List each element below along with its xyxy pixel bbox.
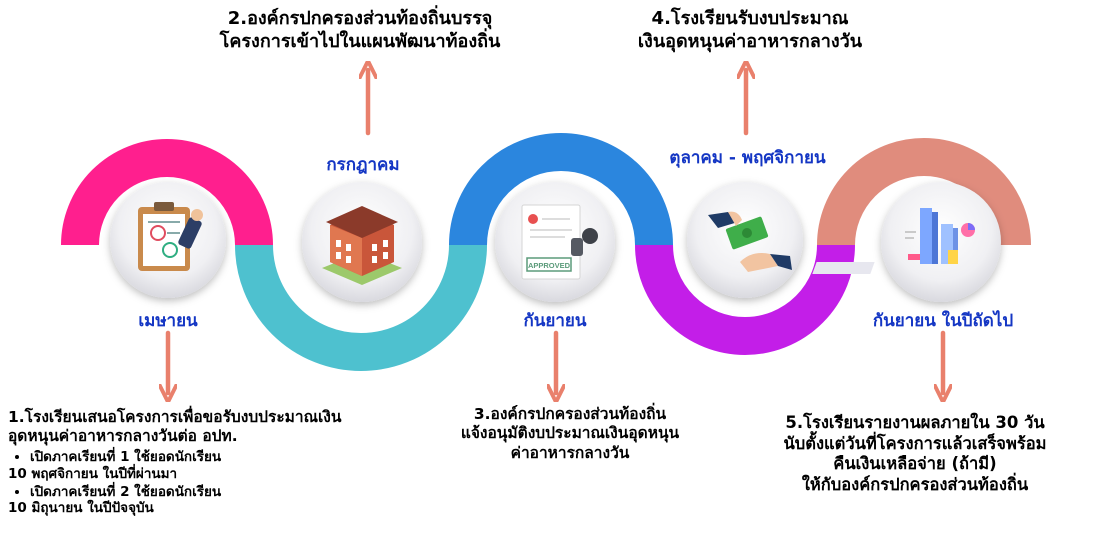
step-4-line-1: 4.โรงเรียนรับงบประมาณ (651, 8, 849, 29)
wave-segment-4 (635, 244, 855, 355)
wave-segment-5 (817, 138, 1031, 246)
step-3-line-1: 3.องค์กรปกครองส่วนท้องถิ่น (473, 405, 667, 423)
step-5-text: 5.โรงเรียนรายงานผลภายใน 30 วัน นับตั้งแต… (750, 413, 1080, 496)
school-building-icon (322, 206, 402, 285)
step-1-bullet-list: เปิดภาคเรียนที่ 1 ใช้ยอดนักเรียน 10 พฤศจ… (8, 448, 438, 518)
step-5-line-3: คืนเงินเหลือจ่าย (ถ้ามี) (833, 454, 997, 474)
wave-segment-1 (61, 139, 273, 246)
money-handover-icon (708, 211, 792, 272)
step-1-title-line-2: อุดหนุนค่าอาหารกลางวันต่อ อปท. (8, 427, 238, 446)
step-2-line-1: 2.องค์กรปกครองส่วนท้องถิ่นบรรจุ (227, 8, 493, 29)
step-5-line-2: นับตั้งแต่วันที่โครงการแล้วเสร็จพร้อม (783, 433, 1047, 453)
step-3-text: 3.องค์กรปกครองส่วนท้องถิ่น แจ้งอนุมัติงบ… (415, 405, 725, 463)
step-3-line-2: แจ้งอนุมัติงบประมาณเงินอุดหนุน (460, 424, 680, 443)
month-label-september-next-year: กันยายน ในปีถัดไป (872, 311, 1014, 331)
clipboard-plan-icon (138, 202, 203, 271)
bullet-1-line-2: 10 พฤศจิกายน ในปีที่ผ่านมา (8, 465, 178, 482)
step-1-title-line-1: 1.โรงเรียนเสนอโครงการเพื่อขอรับงบประมาณเ… (8, 408, 342, 426)
wave-track (61, 133, 1031, 371)
step-1-text: 1.โรงเรียนเสนอโครงการเพื่อขอรับงบประมาณเ… (8, 408, 438, 518)
step-3-line-3: ค่าอาหารกลางวัน (510, 443, 630, 462)
arrows (168, 70, 943, 393)
month-label-april: เมษายน (138, 311, 198, 331)
month-label-july: กรกฎาคม (326, 155, 400, 175)
step-1-bullet-1: เปิดภาคเรียนที่ 1 ใช้ยอดนักเรียน 10 พฤศจ… (8, 448, 438, 483)
bullet-2-line-2: 10 มิถุนายน ในปีปัจจุบัน (8, 500, 154, 517)
step-4-line-2: เงินอุดหนุนค่าอาหารกลางวัน (637, 30, 863, 52)
month-label-september: กันยายน (523, 311, 587, 331)
wave-segment-3 (449, 133, 673, 246)
wave-segment-2 (235, 244, 487, 371)
bullet-1-line-1: เปิดภาคเรียนที่ 1 ใช้ยอดนักเรียน (30, 448, 222, 465)
step-2-text: 2.องค์กรปกครองส่วนท้องถิ่นบรรจุ โครงการเ… (170, 8, 550, 53)
bullet-2-line-1: เปิดภาคเรียนที่ 2 ใช้ยอดนักเรียน (30, 483, 222, 500)
bar-chart-report-icon (812, 208, 975, 274)
step-5-line-1: 5.โรงเรียนรายงานผลภายใน 30 วัน (785, 413, 1045, 432)
approved-document-icon: APPROVED (521, 204, 598, 280)
step-5-line-4: ให้กับองค์กรปกครองส่วนท้องถิ่น (801, 474, 1029, 494)
approved-stamp-text: APPROVED (528, 261, 571, 270)
step-4-text: 4.โรงเรียนรับงบประมาณ เงินอุดหนุนค่าอาหา… (600, 8, 900, 53)
month-label-october-november: ตุลาคม - พฤศจิกายน (669, 148, 826, 168)
step-2-line-2: โครงการเข้าไปในแผนพัฒนาท้องถิ่น (219, 30, 501, 52)
step-1-bullet-2: เปิดภาคเรียนที่ 2 ใช้ยอดนักเรียน 10 มิถุ… (8, 483, 438, 518)
